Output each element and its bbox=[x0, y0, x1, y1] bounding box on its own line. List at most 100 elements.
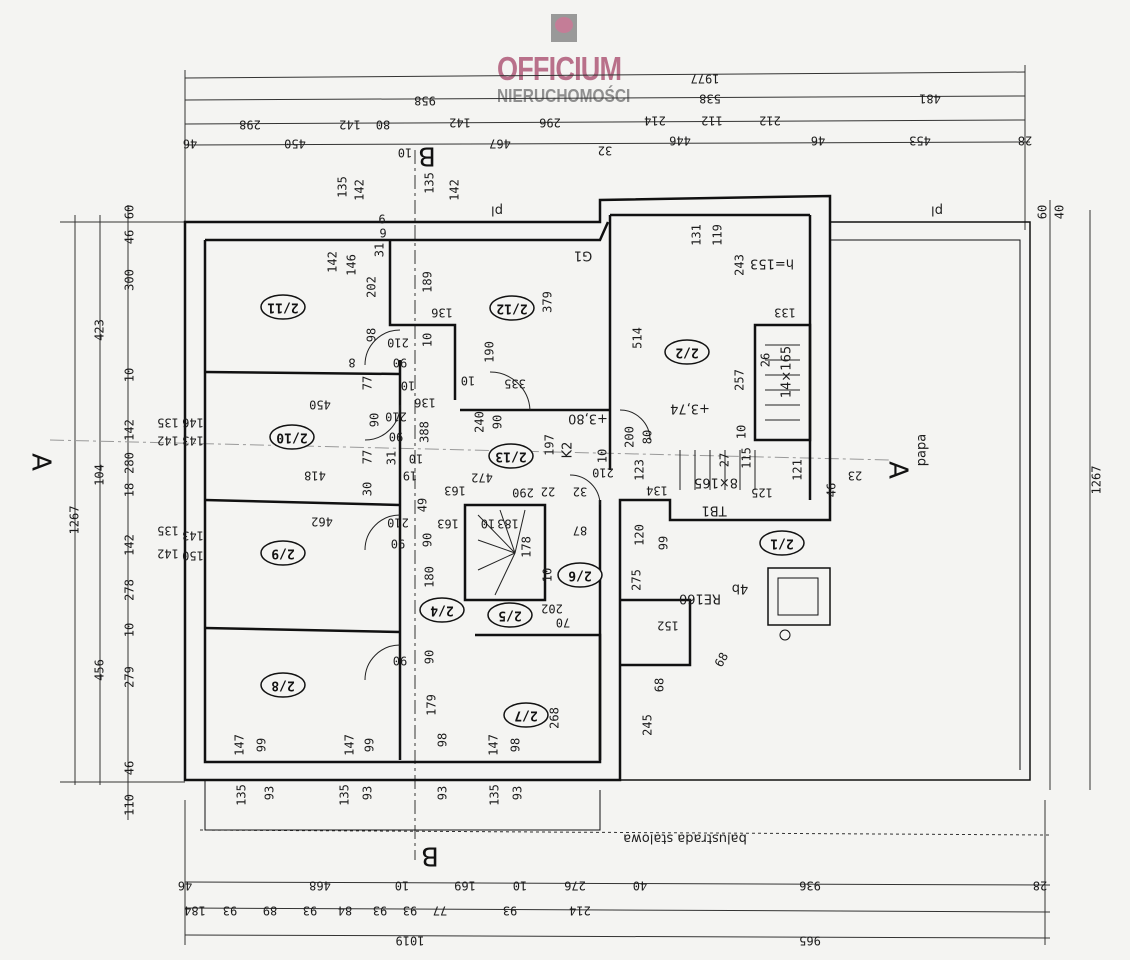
dimension-interior: 93 bbox=[361, 786, 375, 800]
dimension-interior: 93 bbox=[511, 786, 525, 800]
room-label: 2/7 bbox=[514, 708, 537, 723]
dimension-right: 1267 bbox=[1090, 466, 1104, 495]
room-tag bbox=[487, 602, 533, 628]
dimension-interior: 90 bbox=[491, 415, 505, 429]
dimension-interior: 202 bbox=[541, 602, 563, 616]
dimension-interior: 147 bbox=[487, 734, 501, 756]
dimension-bottom: 1019 bbox=[396, 934, 425, 948]
walls bbox=[183, 194, 1031, 831]
dimension-left: 142 bbox=[123, 419, 137, 441]
dimension-interior: 190 bbox=[483, 341, 497, 363]
dimension-interior: 90 bbox=[393, 654, 407, 668]
dimension-left: 456 bbox=[93, 659, 107, 681]
dimension-interior: 10 bbox=[461, 374, 475, 388]
dimension-interior: 98 bbox=[365, 328, 379, 342]
dimension-interior: 135 bbox=[488, 784, 502, 806]
dimension-interior: 10 bbox=[541, 568, 555, 582]
room-label: 2/2 bbox=[675, 345, 698, 360]
dimension-interior: 275 bbox=[630, 569, 644, 591]
dimension-interior: 10 bbox=[409, 452, 423, 466]
note-railing: balustrada stalowa bbox=[623, 831, 747, 846]
dimension-bottom: 46 bbox=[178, 879, 192, 893]
note-g1: G1 bbox=[574, 248, 592, 263]
logo-name: OFFICIUM bbox=[497, 50, 622, 87]
dimension-interior: 135 bbox=[338, 784, 352, 806]
dimension-interior: 123 bbox=[633, 459, 647, 481]
dimension-top: 450 bbox=[284, 137, 306, 151]
dimension-interior: 77 bbox=[361, 376, 375, 390]
dimension-interior: 99 bbox=[255, 738, 269, 752]
dimension-top: 46 bbox=[183, 137, 197, 151]
note-chimney-tag: 4b bbox=[732, 581, 749, 596]
note-level2: +3,80 bbox=[568, 411, 608, 426]
room-label: 2/11 bbox=[267, 300, 298, 315]
dimension-bottom: 10 bbox=[395, 879, 409, 893]
room-tag bbox=[260, 672, 306, 698]
note-k2: K2 bbox=[561, 442, 576, 459]
dimension-interior: 99 bbox=[657, 536, 671, 550]
dimension-top: 1977 bbox=[691, 72, 720, 86]
dimension-bottom: 468 bbox=[309, 879, 331, 893]
dimension-left: 143 bbox=[182, 529, 204, 543]
dimension-top: 538 bbox=[699, 92, 721, 106]
dimension-left: 110 bbox=[123, 794, 137, 816]
dimension-top: 10 bbox=[398, 146, 412, 160]
dimension-interior: 22 bbox=[541, 485, 555, 499]
dimension-bottom: 89 bbox=[263, 904, 277, 918]
dimension-bottom: 965 bbox=[799, 934, 821, 948]
dimension-right: 46 bbox=[825, 483, 839, 497]
dimension-interior: 90 bbox=[393, 356, 407, 370]
dimension-interior: 514 bbox=[631, 327, 645, 349]
dimension-interior: 30 bbox=[361, 482, 375, 496]
room-label: 2/1 bbox=[770, 536, 794, 551]
dimension-left: 278 bbox=[123, 579, 137, 601]
dimension-bottom: 169 bbox=[454, 879, 476, 893]
dimension-interior: 136 bbox=[431, 306, 453, 320]
dimension-interior: 26 bbox=[759, 353, 773, 367]
dimension-interior: 202 bbox=[365, 276, 379, 298]
dimension-left: 104 bbox=[93, 464, 107, 486]
dimension-left: 1267 bbox=[68, 506, 82, 535]
section-mark: A bbox=[26, 453, 56, 471]
dimension-interior: 388 bbox=[418, 421, 432, 443]
room-tag bbox=[664, 339, 710, 365]
dimension-interior: 32 bbox=[573, 485, 587, 499]
room-tag bbox=[269, 424, 315, 450]
note-tb1: TB1 bbox=[701, 503, 727, 518]
dimension-bottom: 10 bbox=[513, 879, 527, 893]
dimension-bottom: 93 bbox=[373, 904, 387, 918]
dimension-bottom: 28 bbox=[1033, 879, 1047, 893]
dimension-interior: 335 bbox=[504, 377, 526, 391]
dimension-top: 467 bbox=[489, 137, 511, 151]
dimension-bottom: 84 bbox=[338, 904, 352, 918]
dimension-interior: 10 bbox=[421, 333, 435, 347]
dimension-interior: 136 bbox=[414, 396, 436, 410]
dimension-left: 10 bbox=[123, 368, 137, 382]
dimension-left: 142 bbox=[157, 547, 179, 561]
dimension-left: 142 bbox=[157, 434, 179, 448]
dimension-interior: 31 bbox=[373, 243, 387, 257]
dimension-bottom: 40 bbox=[633, 879, 647, 893]
dimension-top: 80 bbox=[376, 118, 390, 132]
dimension-left: 280 bbox=[123, 452, 137, 474]
dimension-interior: 163 bbox=[444, 484, 466, 498]
note-roof: papa bbox=[915, 434, 930, 466]
room-tag bbox=[557, 562, 603, 588]
dimension-interior: 9 bbox=[378, 212, 385, 226]
note-height: h=153 bbox=[750, 256, 794, 271]
dimension-left: 150 bbox=[182, 549, 204, 563]
dimension-bottom: 93 bbox=[223, 904, 237, 918]
dimension-interior: 70 bbox=[556, 616, 570, 630]
room-tag bbox=[489, 295, 535, 321]
dimension-interior: 290 bbox=[512, 486, 534, 500]
dimension-interior: 418 bbox=[304, 469, 326, 483]
dimension-interior: 10 bbox=[401, 379, 415, 393]
dimension-top: 142 bbox=[448, 179, 462, 201]
dimension-top: 212 bbox=[759, 114, 781, 128]
dimension-interior: 68 bbox=[712, 650, 731, 670]
dimension-left: 146 bbox=[182, 416, 204, 430]
room-label: 2/6 bbox=[568, 568, 592, 583]
dimension-interior: 68 bbox=[653, 678, 667, 692]
dimension-interior: 210 bbox=[387, 516, 409, 530]
